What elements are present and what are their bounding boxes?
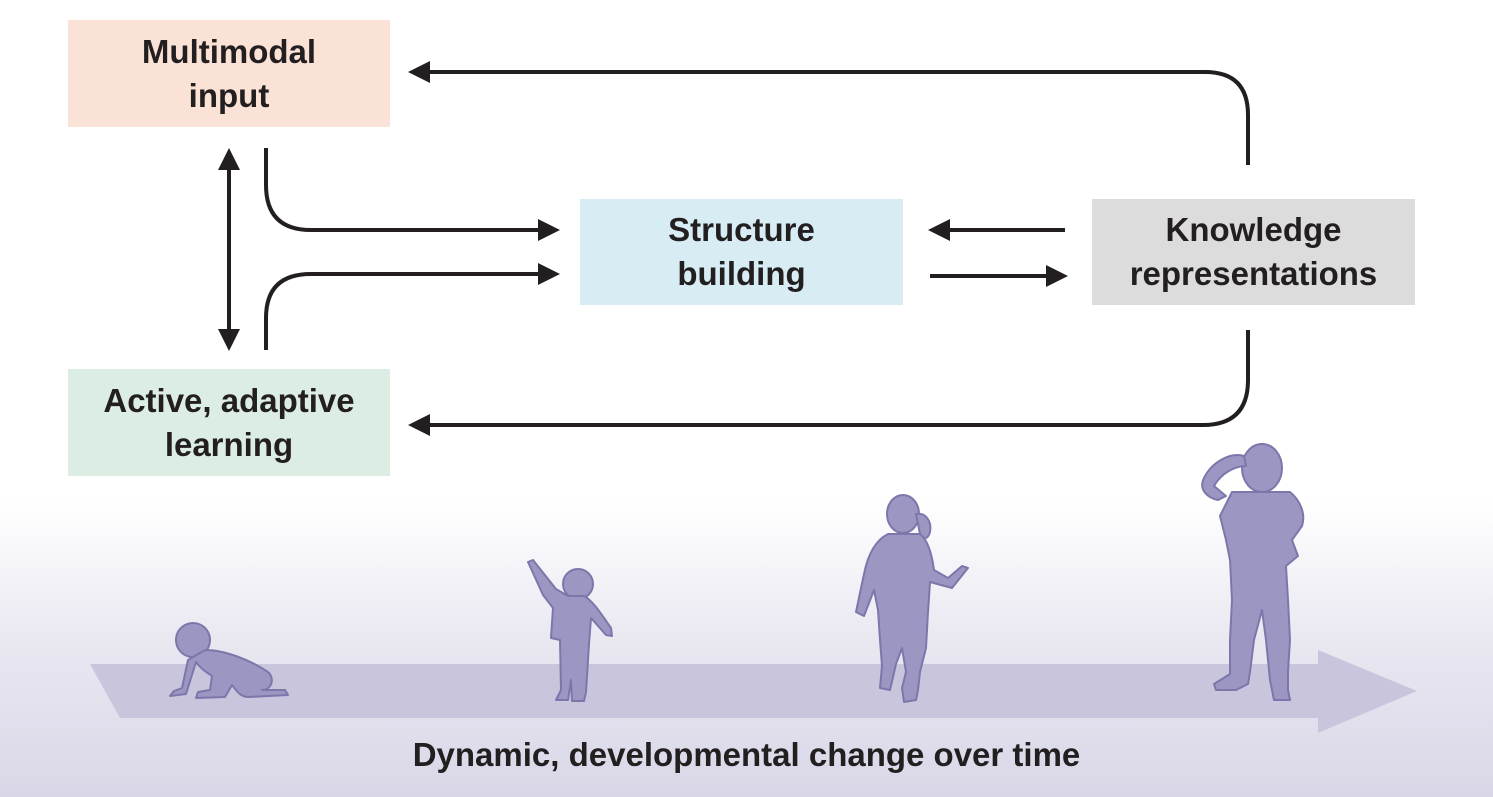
multimodal-input-box: Multimodal input bbox=[68, 20, 390, 127]
knowledge-representations-box: Knowledge representations bbox=[1092, 199, 1415, 305]
structure-building-box: Structure building bbox=[580, 199, 903, 305]
multimodal-input-line2: input bbox=[188, 76, 270, 114]
arrowhead bbox=[928, 219, 950, 241]
arrowhead bbox=[218, 148, 240, 170]
walking-child-silhouette bbox=[855, 494, 969, 703]
arrowhead bbox=[408, 414, 430, 436]
crawling-infant-silhouette bbox=[169, 622, 289, 699]
structure-building-line2: building bbox=[677, 255, 806, 292]
active-learning-line1: Active, adaptive bbox=[103, 381, 355, 419]
active-learning-box: Active, adaptive learning bbox=[68, 369, 390, 476]
pointing-toddler-silhouette bbox=[527, 559, 613, 702]
arrowhead bbox=[408, 61, 430, 83]
arrowhead bbox=[538, 263, 560, 285]
standing-child-silhouette bbox=[1201, 443, 1305, 701]
timeline-caption: Dynamic, developmental change over time bbox=[412, 736, 1081, 773]
structure-building-line1: Structure bbox=[668, 211, 815, 248]
feedback-arrow-to-active bbox=[425, 330, 1250, 427]
feedback-arrow-to-input bbox=[425, 70, 1250, 165]
multimodal-input-line1: Multimodal bbox=[141, 32, 317, 70]
timeline-arrow bbox=[90, 650, 1417, 733]
input-to-structure-arrow bbox=[264, 148, 540, 232]
arrowhead bbox=[538, 219, 560, 241]
arrowhead bbox=[1046, 265, 1068, 287]
knowledge-representations-line2: representations bbox=[1129, 255, 1378, 292]
knowledge-representations-line1: Knowledge bbox=[1165, 211, 1342, 248]
arrowhead bbox=[218, 329, 240, 351]
active-to-structure-arrow bbox=[264, 272, 540, 350]
active-learning-line2: learning bbox=[164, 425, 294, 463]
